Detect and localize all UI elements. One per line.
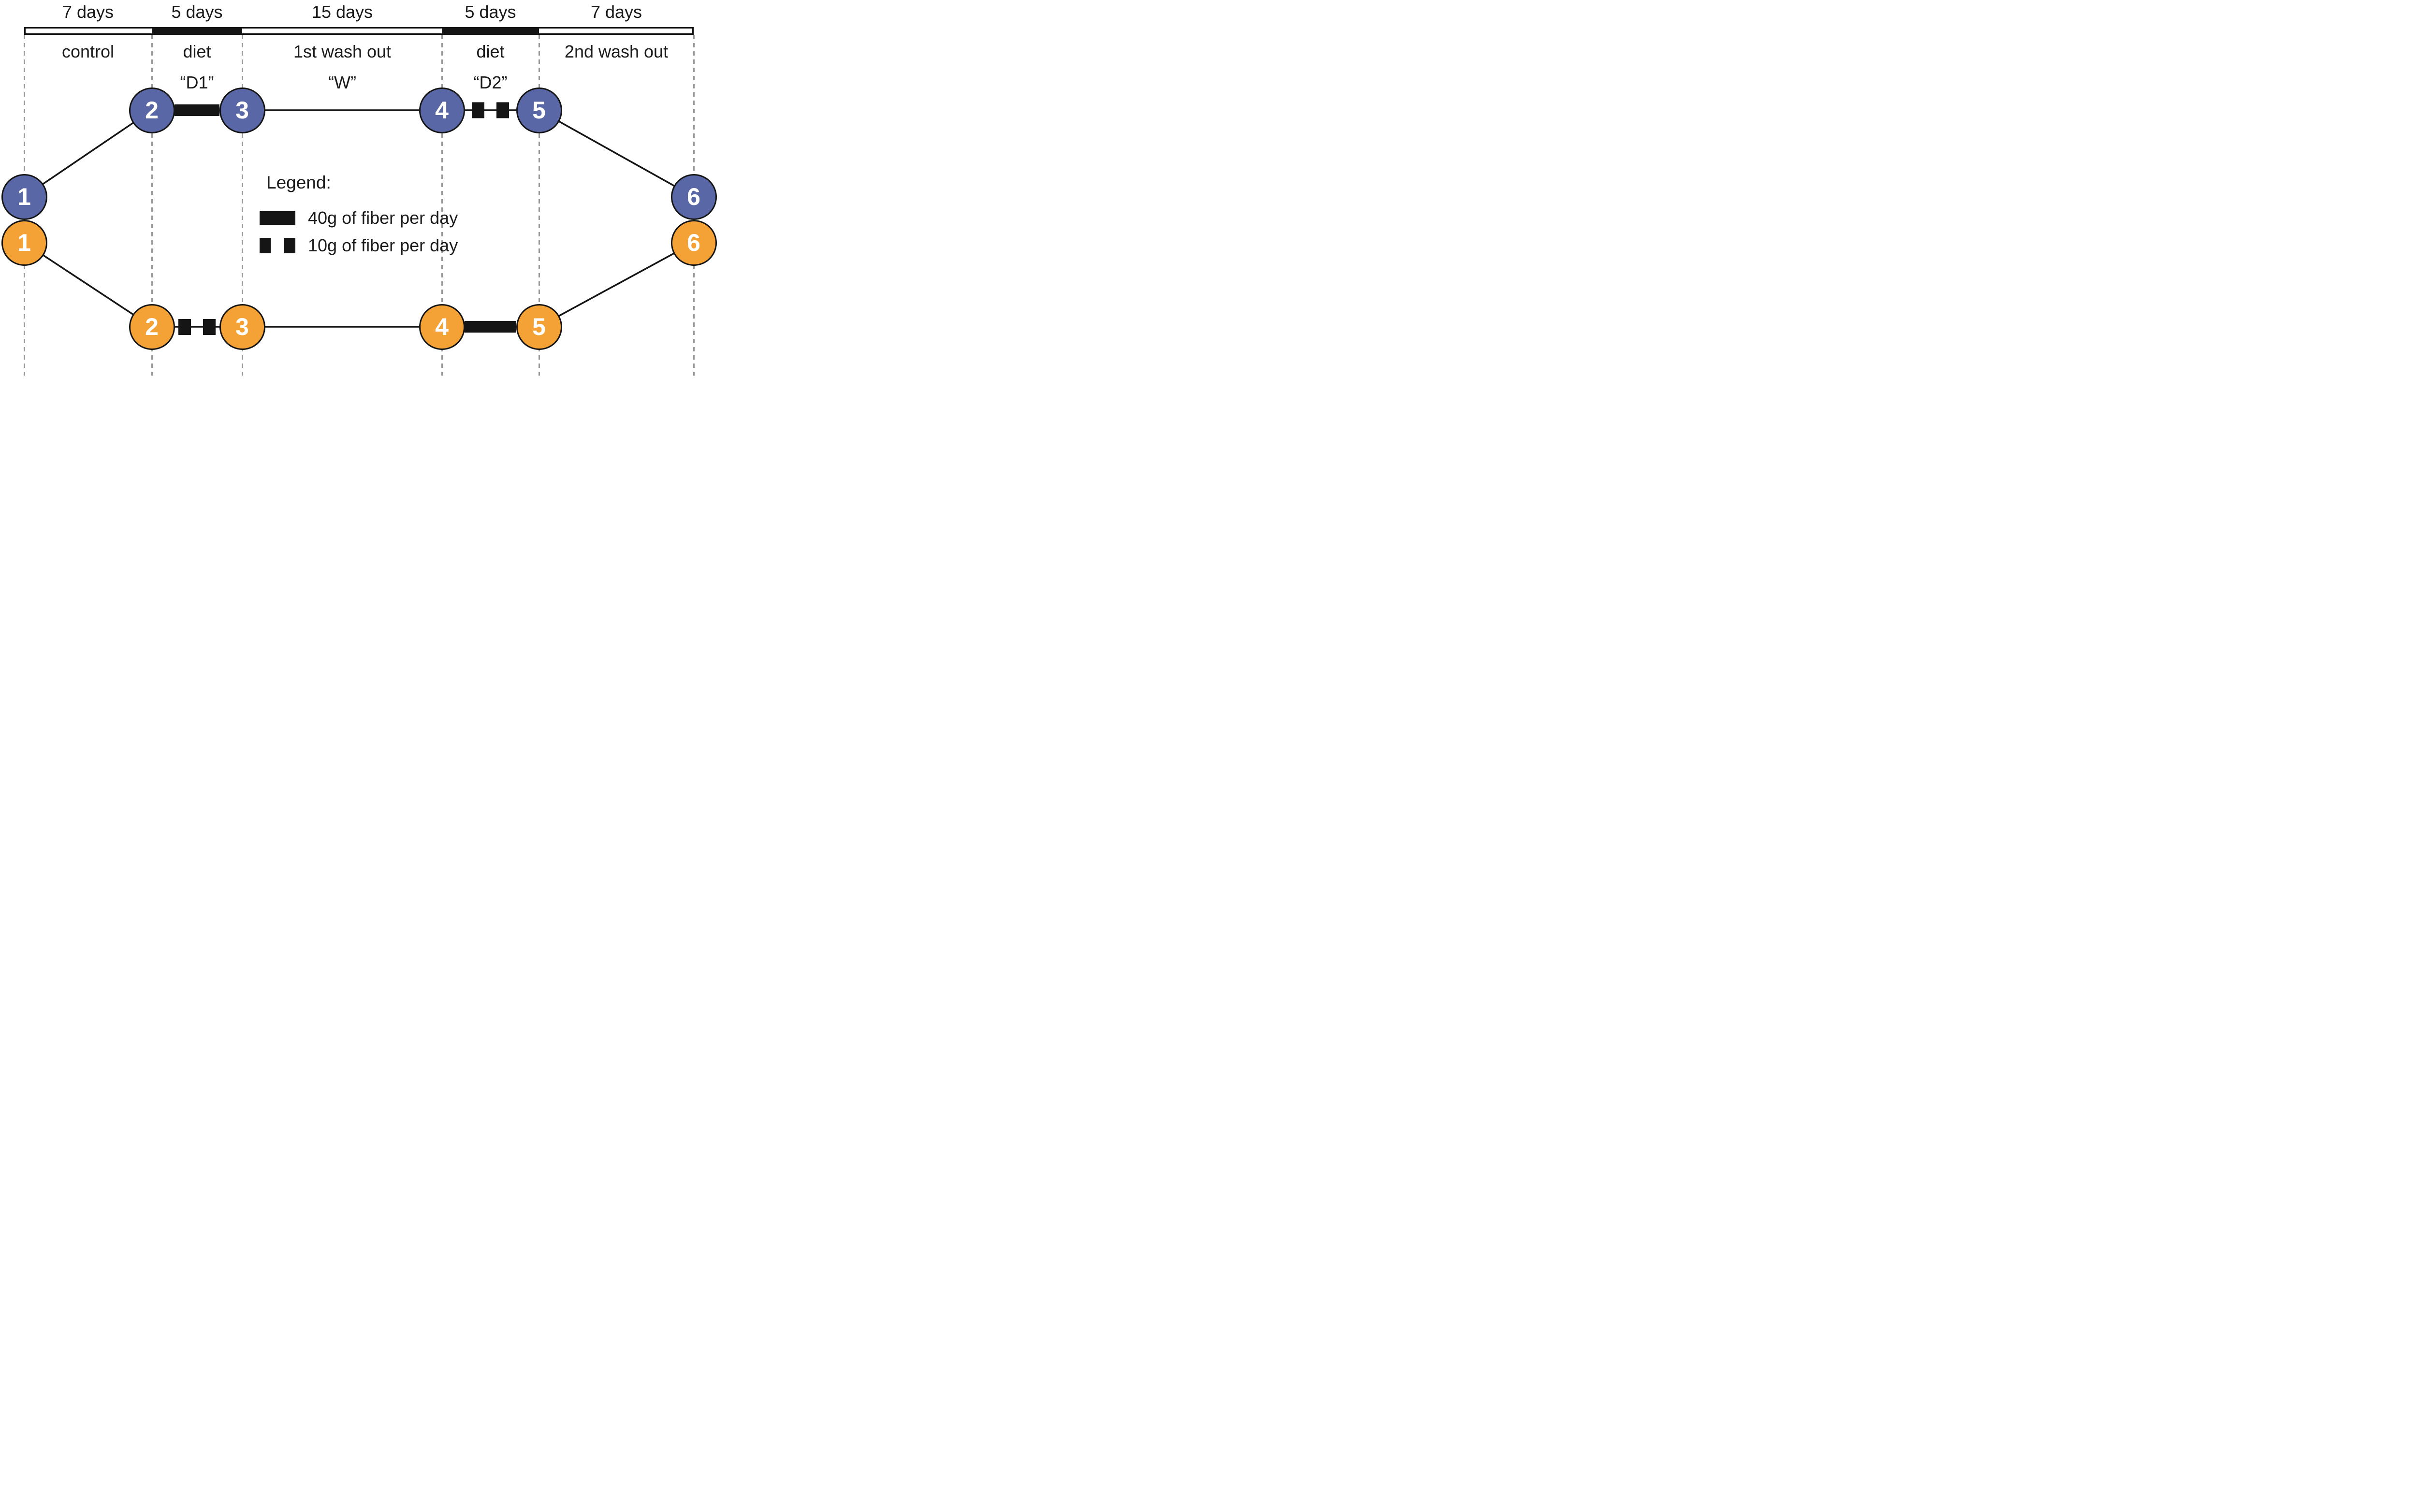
node-number: 2 bbox=[145, 97, 159, 124]
phase-name-diet1: diet bbox=[183, 42, 211, 61]
node-number: 6 bbox=[687, 183, 700, 210]
dashed-gridline-5 bbox=[538, 35, 540, 376]
legend-swatch-10g-square-1 bbox=[260, 238, 271, 253]
orange-square-2-3-10g-b bbox=[203, 319, 216, 335]
dashed-gridline-2 bbox=[151, 35, 153, 376]
node-blue-4: 4 bbox=[419, 87, 465, 133]
node-number: 4 bbox=[435, 97, 449, 124]
orange-line-5-6 bbox=[539, 242, 694, 328]
node-number: 1 bbox=[17, 229, 31, 256]
phase-name-washout1: 1st wash out bbox=[293, 42, 392, 61]
node-orange-3: 3 bbox=[219, 304, 265, 350]
legend-title: Legend: bbox=[266, 173, 331, 192]
phase-name-diet2: diet bbox=[476, 42, 505, 61]
diet-period-fill-1 bbox=[152, 27, 242, 35]
node-orange-5: 5 bbox=[516, 304, 562, 350]
phase-code-d2: “D2” bbox=[473, 73, 508, 92]
blue-line-1-2 bbox=[24, 109, 152, 198]
phase-duration-diet2: 5 days bbox=[465, 2, 516, 22]
node-orange-4: 4 bbox=[419, 304, 465, 350]
node-number: 1 bbox=[17, 183, 31, 210]
node-number: 5 bbox=[532, 97, 546, 124]
legend-swatch-10g-square-2 bbox=[284, 238, 295, 253]
study-design-diagram: 7 days 5 days 15 days 5 days 7 days cont… bbox=[0, 0, 720, 378]
node-blue-1: 1 bbox=[1, 174, 47, 220]
timeline-bar bbox=[24, 27, 694, 35]
node-blue-2: 2 bbox=[129, 87, 175, 133]
node-number: 2 bbox=[145, 313, 159, 340]
phase-duration-washout2: 7 days bbox=[590, 2, 642, 22]
node-blue-5: 5 bbox=[516, 87, 562, 133]
node-number: 4 bbox=[435, 313, 449, 340]
legend-swatch-40g-bar bbox=[260, 211, 295, 225]
blue-line-5-6 bbox=[539, 109, 694, 198]
blue-square-4-5-10g-b bbox=[496, 102, 509, 118]
phase-name-washout2: 2nd wash out bbox=[564, 42, 669, 61]
phase-name-control: control bbox=[61, 42, 115, 61]
node-blue-6: 6 bbox=[670, 174, 717, 220]
phase-code-w: “W” bbox=[328, 73, 356, 92]
node-number: 6 bbox=[687, 229, 700, 256]
phase-duration-diet1: 5 days bbox=[171, 2, 223, 22]
diet-period-fill-2 bbox=[442, 27, 539, 35]
node-number: 3 bbox=[235, 313, 249, 340]
dashed-gridline-4 bbox=[441, 35, 443, 376]
legend-label-40g: 40g of fiber per day bbox=[308, 208, 458, 228]
orange-square-2-3-10g-a bbox=[178, 319, 191, 335]
node-orange-1: 1 bbox=[1, 219, 47, 266]
node-orange-2: 2 bbox=[129, 304, 175, 350]
dashed-gridline-3 bbox=[241, 35, 243, 376]
phase-duration-washout1: 15 days bbox=[311, 2, 373, 22]
node-number: 5 bbox=[532, 313, 546, 340]
node-number: 3 bbox=[235, 97, 249, 124]
legend-label-10g: 10g of fiber per day bbox=[308, 235, 458, 255]
orange-line-1-2 bbox=[24, 242, 152, 328]
connector-lines bbox=[24, 102, 694, 335]
blue-square-4-5-10g-a bbox=[472, 102, 484, 118]
node-blue-3: 3 bbox=[219, 87, 265, 133]
node-orange-6: 6 bbox=[670, 219, 717, 266]
phase-code-d1: “D1” bbox=[180, 73, 214, 92]
phase-duration-control: 7 days bbox=[62, 2, 114, 22]
